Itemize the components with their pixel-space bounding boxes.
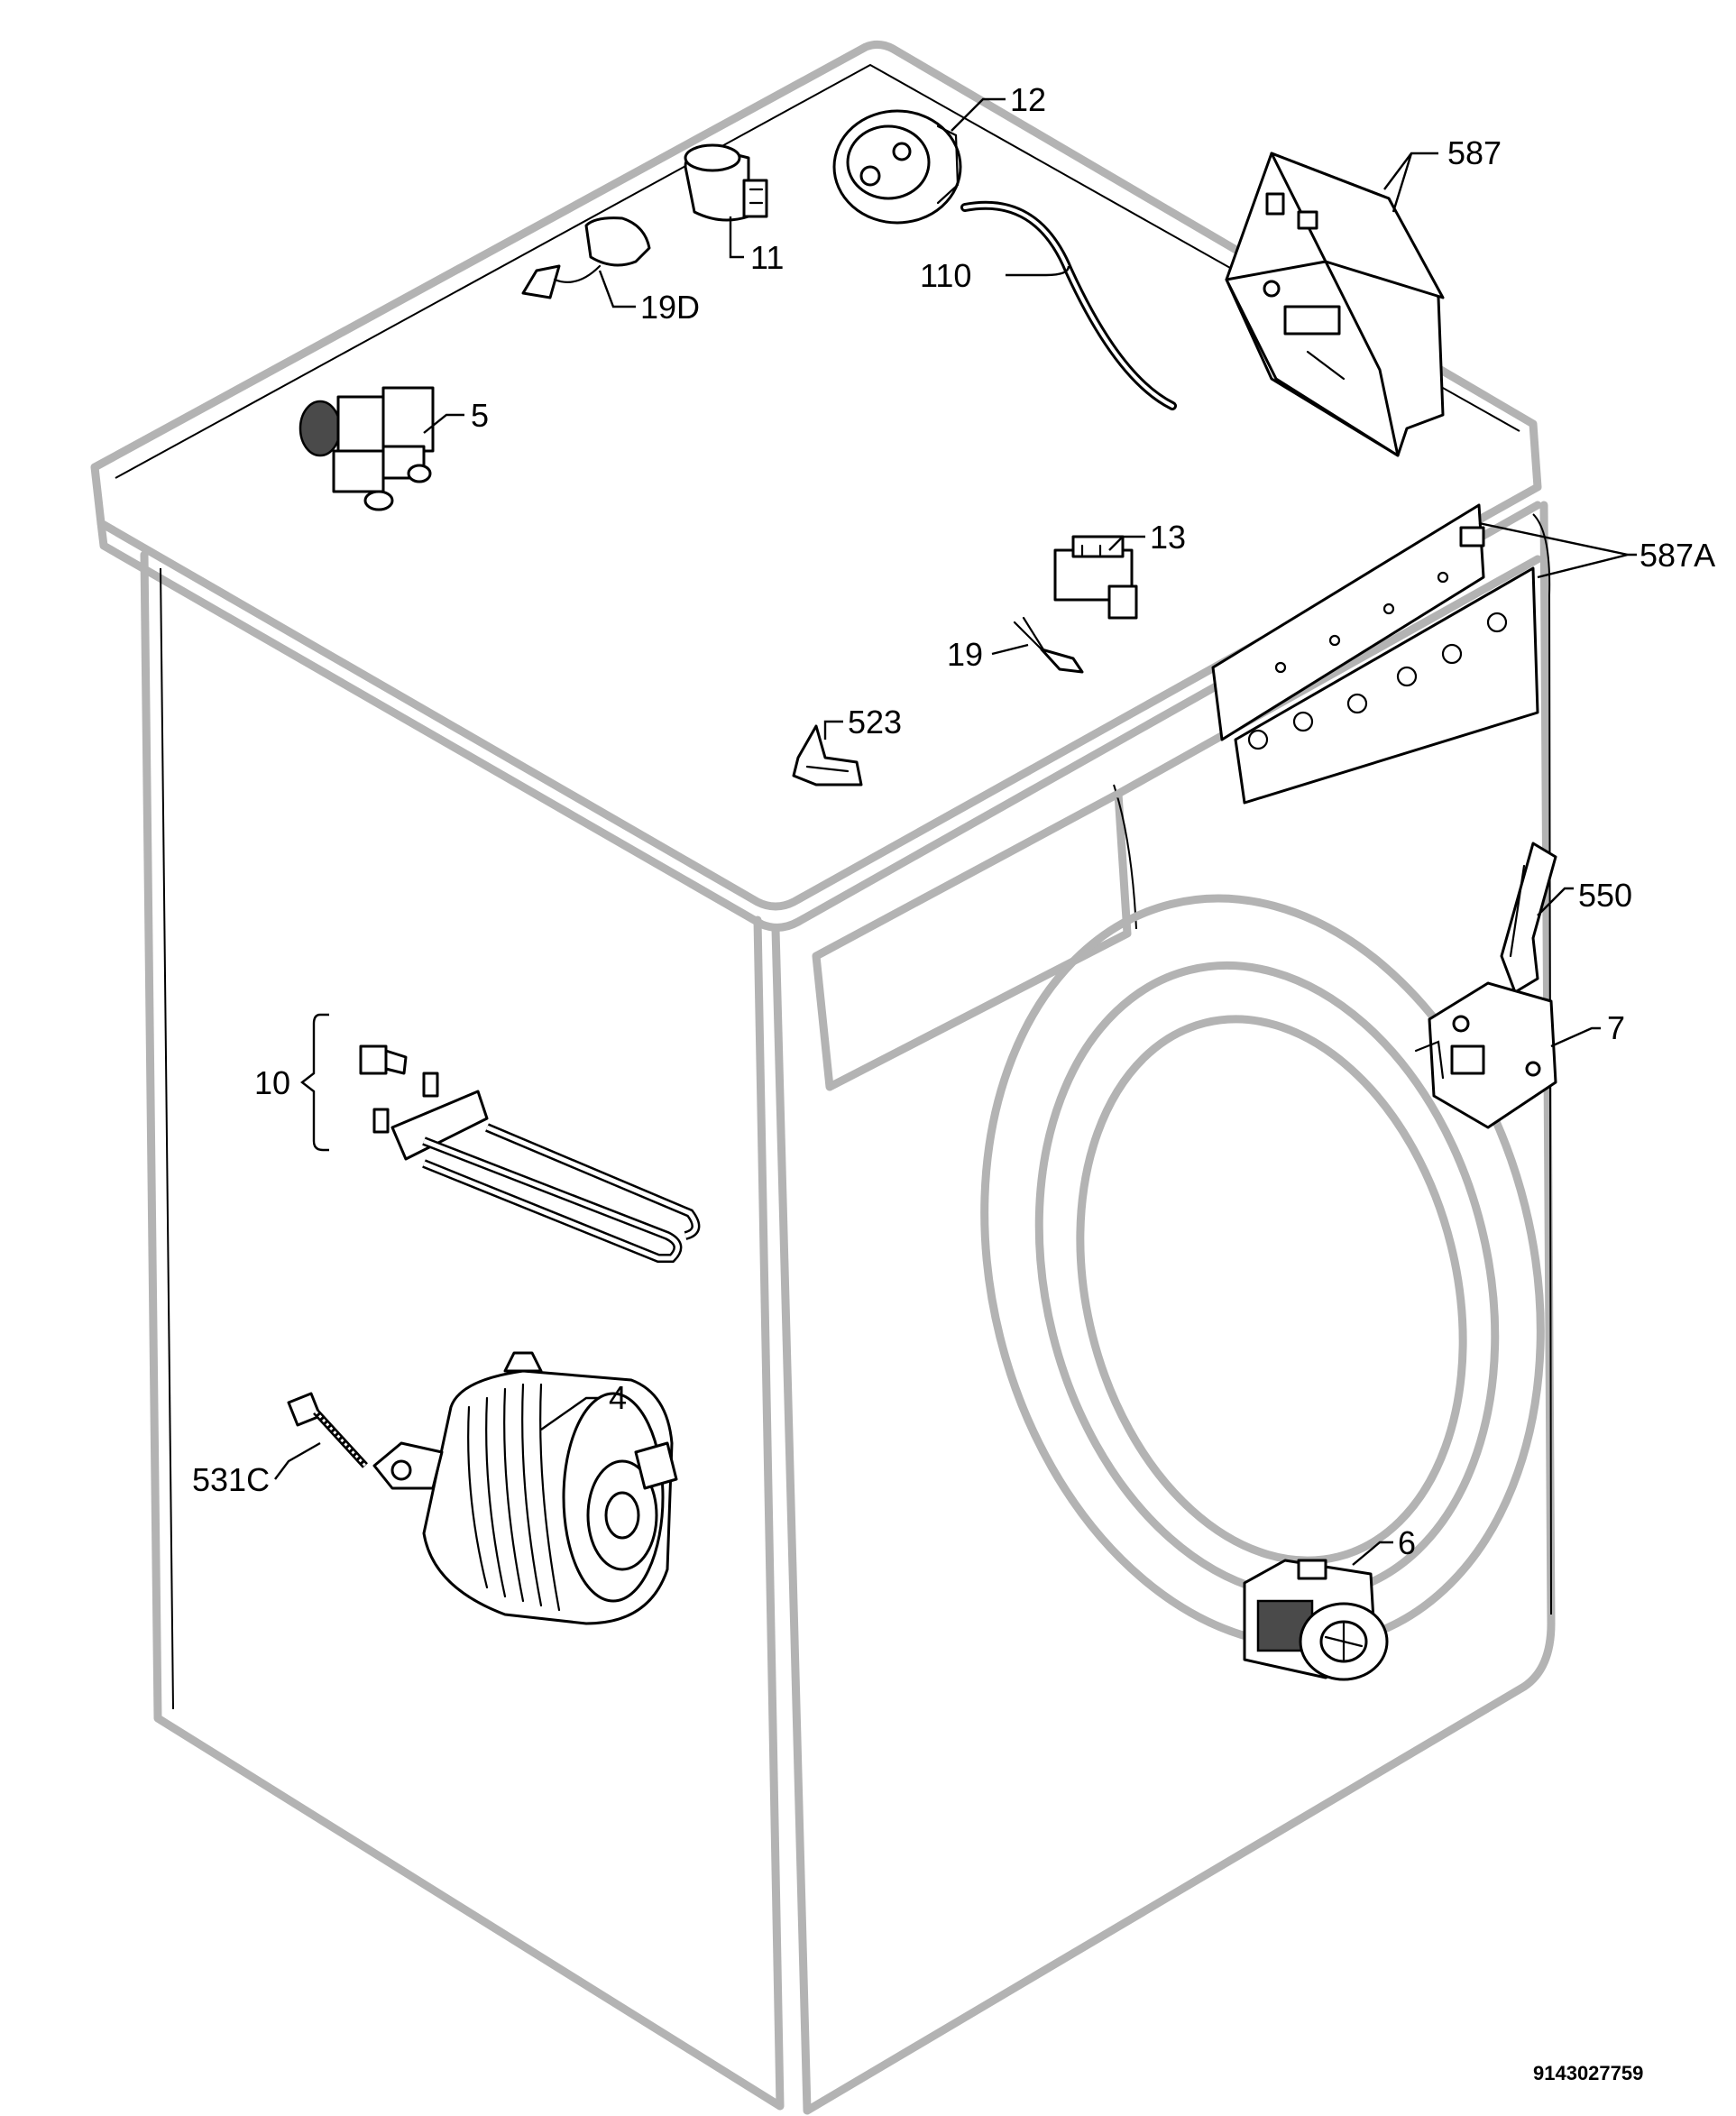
label-550: 550 bbox=[1578, 877, 1632, 914]
drawing-code: 9143027759 bbox=[1533, 2062, 1643, 2084]
label-4: 4 bbox=[609, 1379, 627, 1416]
label-5: 5 bbox=[471, 397, 489, 434]
door-lever-550-part[interactable] bbox=[1500, 842, 1557, 994]
switch-13-part[interactable] bbox=[1053, 535, 1138, 620]
pressure-hose-part[interactable] bbox=[960, 200, 1177, 410]
label-587: 587 bbox=[1447, 134, 1502, 171]
heating-element-part[interactable] bbox=[359, 1044, 701, 1263]
label-10: 10 bbox=[254, 1064, 290, 1101]
door-lock-7-part[interactable] bbox=[1414, 981, 1557, 1129]
label-523: 523 bbox=[848, 704, 902, 741]
label-19: 19 bbox=[947, 636, 983, 673]
pump-6-part[interactable] bbox=[1243, 1559, 1389, 1681]
label-6: 6 bbox=[1398, 1524, 1416, 1561]
leader-lines bbox=[274, 97, 1637, 1566]
connector-19-part[interactable] bbox=[1013, 616, 1084, 674]
label-13: 13 bbox=[1150, 519, 1186, 556]
inlet-valve-part[interactable] bbox=[299, 386, 435, 511]
label-12: 12 bbox=[1010, 81, 1046, 118]
label-531c: 531C bbox=[192, 1461, 270, 1498]
motor-part[interactable] bbox=[372, 1351, 678, 1625]
label-11: 11 bbox=[750, 239, 784, 276]
pressure-hose-inner bbox=[963, 203, 1174, 408]
bolt-531c-part[interactable] bbox=[287, 1392, 368, 1468]
control-board-587-part[interactable] bbox=[1225, 152, 1445, 457]
clip-523-part[interactable] bbox=[792, 724, 863, 787]
capacitor-part[interactable] bbox=[684, 143, 768, 222]
display-board-587a-part[interactable] bbox=[1211, 503, 1539, 805]
label-19d: 19D bbox=[640, 289, 700, 326]
part-labels: 12 587 11 110 19D 5 13 587A 19 523 550 7… bbox=[192, 81, 1715, 2084]
label-7: 7 bbox=[1607, 1009, 1625, 1046]
label-110: 110 bbox=[920, 257, 971, 294]
pressure-switch-part[interactable] bbox=[832, 109, 962, 225]
heating-element-bracket bbox=[300, 1013, 329, 1152]
label-587a: 587A bbox=[1640, 537, 1715, 574]
cable-clip-19d-part[interactable] bbox=[521, 216, 651, 299]
